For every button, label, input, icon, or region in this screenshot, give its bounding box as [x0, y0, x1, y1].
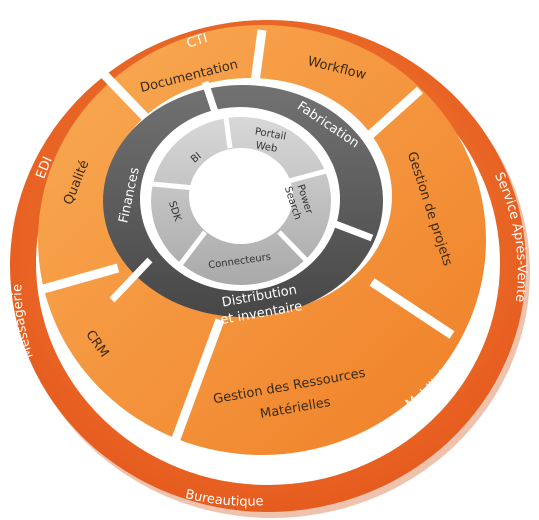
- inner-ring-hole: [189, 148, 293, 244]
- inner-ring: [151, 117, 331, 285]
- inner-label-portail: Portail: [254, 126, 287, 142]
- inner-label-web: Web: [255, 140, 278, 155]
- middle-ring-separators: [38, 29, 455, 457]
- outer-label-cti: CTI: [185, 31, 210, 52]
- dark-ring-separators: [109, 80, 374, 303]
- inner-ring-separators: [151, 117, 331, 267]
